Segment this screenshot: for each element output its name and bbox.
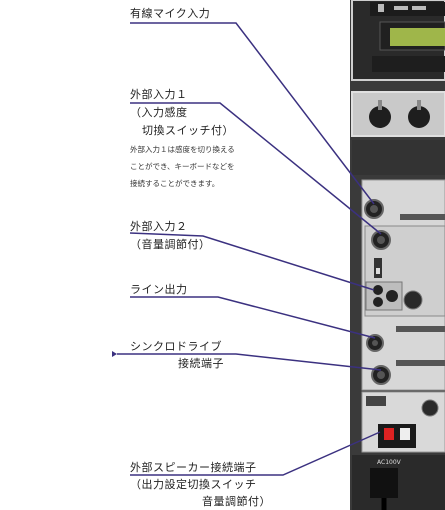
ac-power-inlet [370,468,398,498]
label-sync-title: シンクロドライブ [130,340,222,353]
leader-line-out [130,296,376,339]
leader-wired-mic [130,22,375,205]
label-speaker-sub1: （出力設定切換スイッチ [130,478,257,491]
sync-arrow-tip [112,351,117,357]
knob-2[interactable] [408,106,430,128]
label-speaker-sub2: 音量調節付） [202,495,271,508]
label-ext2-title: 外部入力２ [130,220,188,233]
label-speaker-title: 外部スピーカー接続端子 [130,461,257,474]
label-line-out: ライン出力 [130,283,188,296]
leader-ext1 [130,102,382,235]
label-ext1-title: 外部入力１ [130,88,188,101]
ext-input2-jack-l[interactable] [373,285,383,295]
label-ext2-sub: （音量調節付） [130,238,211,251]
speaker-volume-knob[interactable] [421,399,439,417]
label-ext1-sub1: （入力感度 [130,106,188,119]
label-wired-mic: 有線マイク入力 [130,7,211,20]
ext1-desc-line2: ことができ、キーボードなどを [130,162,235,171]
ext-input2-volume-knob[interactable] [403,290,423,310]
ac-label: AC100V [377,459,402,466]
ext1-desc-line3: 接続することができます。 [130,179,220,188]
leader-speaker [130,431,381,476]
label-ext1-sub2: 切換スイッチ付） [142,124,234,137]
leader-ext2 [129,232,375,291]
lcd-display [390,28,445,46]
leader-sync [117,353,382,371]
label-sync-sub: 接続端子 [178,357,224,370]
knob-1[interactable] [369,106,391,128]
device-panel-illustration: AC100V [345,0,445,510]
ext-input2-jack-r[interactable] [373,297,383,307]
ext1-desc-line1: 外部入力１は感度を切り換える [130,145,235,154]
